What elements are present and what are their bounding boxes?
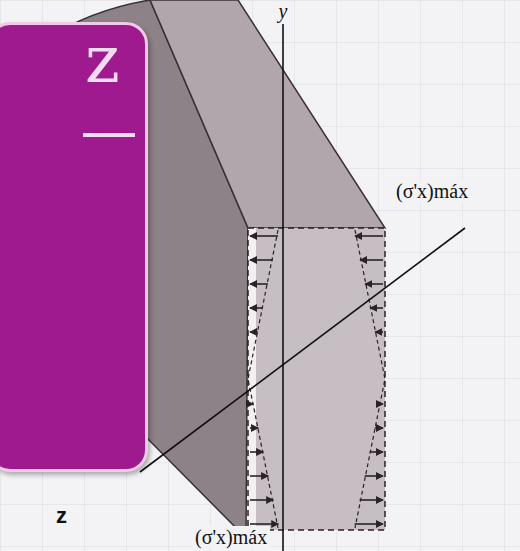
stress-arrow (365, 475, 383, 477)
formula-variable: z (85, 27, 120, 93)
stress-label: (σ'x)máx (192, 526, 270, 548)
axis-label: y (279, 0, 288, 22)
stress-arrow (375, 427, 383, 429)
fraction-bar (83, 133, 135, 137)
stress-arrow (250, 451, 263, 453)
stress-arrow (355, 235, 383, 237)
stress-arrows (248, 230, 385, 528)
front-face (248, 228, 385, 530)
stress-arrow (250, 499, 273, 501)
stress-arrow (250, 331, 258, 333)
face-highlight (248, 228, 256, 530)
axis-label: z (56, 504, 67, 528)
stress-arrow (250, 235, 278, 237)
z-axis (140, 228, 465, 472)
highlight-box: z (0, 22, 148, 472)
stress-arrow (375, 331, 383, 333)
stress-arrow (250, 259, 273, 261)
stress-arrow (360, 259, 383, 261)
stress-arrow (355, 523, 383, 525)
stress-arrow (370, 451, 383, 453)
stress-label: (σ'x)máx (393, 180, 471, 202)
stress-arrow (250, 523, 278, 525)
section-outline (248, 228, 385, 530)
stress-arrow (250, 307, 263, 309)
y-axis (282, 24, 284, 551)
stress-arrow (365, 283, 383, 285)
stress-arrow (250, 283, 268, 285)
stress-arrow (370, 307, 383, 309)
top-face (150, 0, 385, 228)
stress-arrow (250, 427, 258, 429)
stress-envelope (355, 230, 385, 528)
stress-arrow (250, 475, 268, 477)
stress-arrow (360, 499, 383, 501)
